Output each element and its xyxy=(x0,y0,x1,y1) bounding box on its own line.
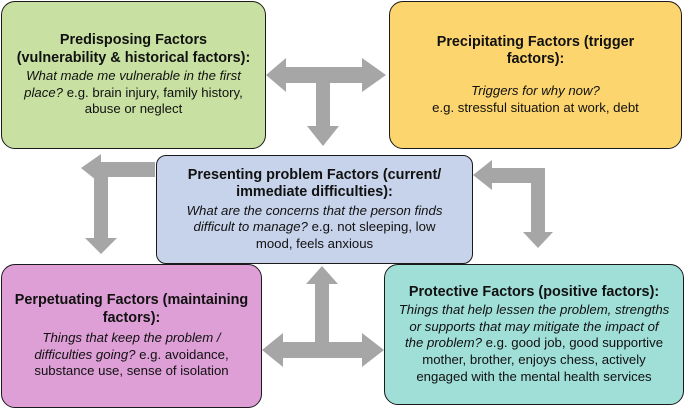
right-connector-arrow xyxy=(473,160,553,248)
perpetuating-factors-box: Perpetuating Factors (maintaining factor… xyxy=(1,264,262,408)
presenting-problem-box: Presenting problem Factors (current/ imm… xyxy=(156,155,473,264)
perpetuating-title-line2: factors): xyxy=(102,309,161,326)
presenting-question-line1: What are the concerns that the person fi… xyxy=(186,202,443,218)
presenting-description: What are the concerns that the person fi… xyxy=(187,203,443,253)
protective-question-line1: Things that help lessen the problem, str… xyxy=(398,302,670,318)
presenting-examples-line2: mood, feels anxious xyxy=(255,235,374,251)
predisposing-question-line1: What made me vulnerable in the first xyxy=(26,68,241,84)
perpetuating-examples-line2: substance use, sense of isolation xyxy=(34,363,229,379)
precipitating-examples-line1: e.g. stressful situation at work, debt xyxy=(432,99,639,115)
protective-factors-box: Protective Factors (positive factors): T… xyxy=(384,264,684,405)
precipitating-title: Precipitating Factors (trigger factors): xyxy=(437,34,635,69)
protective-question-line3: the problem? xyxy=(404,335,482,351)
presenting-title: Presenting problem Factors (current/ imm… xyxy=(188,167,442,202)
precipitating-title-line1: Precipitating Factors (trigger xyxy=(436,33,635,50)
protective-examples-line1: e.g. good job, good supportive xyxy=(481,335,664,351)
precipitating-question-line1: Triggers for why now? xyxy=(471,83,600,99)
protective-question-line2: or supports that may mitigate the impact… xyxy=(409,318,659,334)
protective-title-line1: Protective Factors (positive factors): xyxy=(408,283,660,300)
predisposing-factors-box: Predisposing Factors (vulnerability & hi… xyxy=(1,1,266,149)
protective-description: Things that help lessen the problem, str… xyxy=(399,302,670,385)
protective-examples-line2: mother, brother, enjoys chess, actively xyxy=(422,352,646,367)
presenting-examples-line1: e.g. not sleeping, low xyxy=(307,219,436,235)
predisposing-examples-line1: e.g. brain injury, family history, xyxy=(63,84,243,100)
predisposing-title: Predisposing Factors (vulnerability & hi… xyxy=(17,32,251,67)
bottom-connector-arrow xyxy=(262,266,384,367)
presenting-title-line2: immediate difficulties): xyxy=(236,184,393,201)
precipitating-description: Triggers for why now? e.g. stressful sit… xyxy=(432,83,639,116)
perpetuating-question-line1: Things that keep the problem / xyxy=(42,330,221,346)
left-connector-arrow xyxy=(81,154,155,254)
top-connector-arrow xyxy=(266,58,386,146)
presenting-question-line2: difficult to manage? xyxy=(193,219,308,235)
precipitating-title-line2: factors): xyxy=(506,50,565,67)
perpetuating-description: Things that keep the problem / difficult… xyxy=(34,330,228,380)
perpetuating-title: Perpetuating Factors (maintaining factor… xyxy=(15,292,248,327)
perpetuating-title-line1: Perpetuating Factors (maintaining xyxy=(14,292,249,309)
predisposing-title-line1: Predisposing Factors xyxy=(59,32,208,49)
precipitating-factors-box: Precipitating Factors (trigger factors):… xyxy=(389,1,682,149)
perpetuating-question-line2: difficulties going? xyxy=(34,346,136,362)
predisposing-title-line2: (vulnerability & historical factors): xyxy=(16,49,251,66)
protective-examples-line3: engaged with the mental health services xyxy=(416,368,652,384)
presenting-title-line1: Presenting problem Factors (current/ xyxy=(187,166,442,183)
protective-title: Protective Factors (positive factors): xyxy=(409,284,659,301)
predisposing-description: What made me vulnerable in the first pla… xyxy=(24,68,243,118)
predisposing-examples-line2: abuse or neglect xyxy=(84,101,183,117)
perpetuating-examples-line1: e.g. avoidance, xyxy=(135,346,229,362)
predisposing-question-line2: place? xyxy=(24,84,64,100)
